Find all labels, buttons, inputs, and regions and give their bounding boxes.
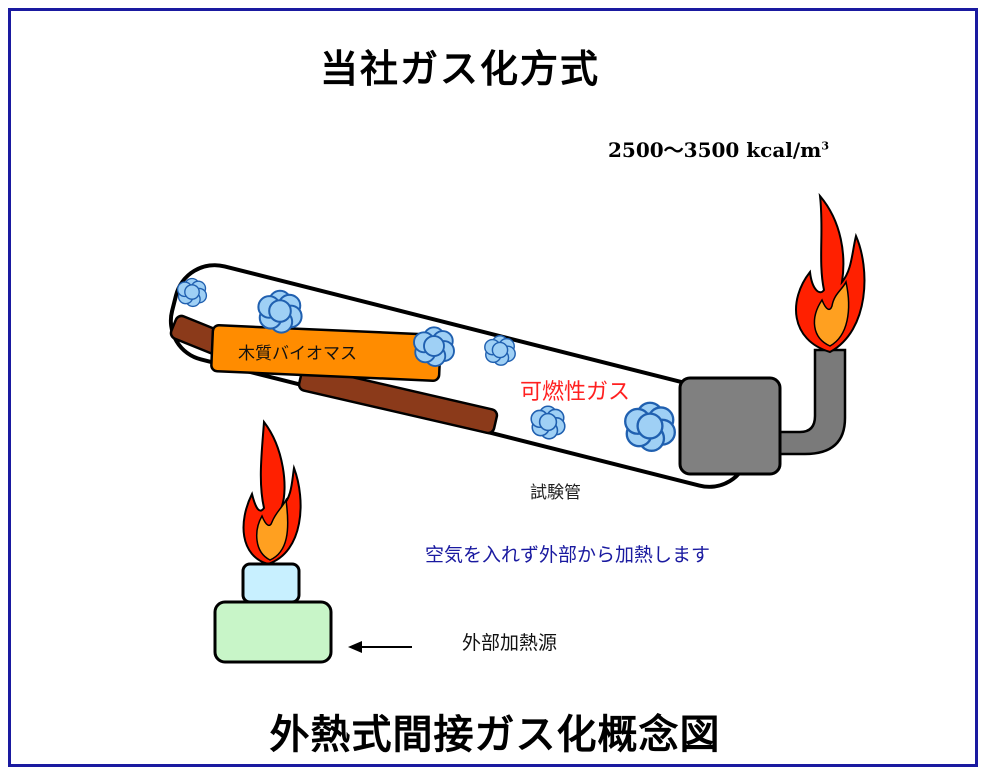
flame-icon bbox=[242, 419, 302, 566]
burner-base bbox=[213, 600, 333, 664]
exhaust-pipe bbox=[768, 348, 847, 456]
combustible-gas-label: 可燃性ガス bbox=[520, 380, 631, 405]
stopper bbox=[678, 376, 782, 476]
arrow-left-icon bbox=[348, 641, 412, 653]
heating-note: 空気を入れず外部から加熱します bbox=[425, 544, 711, 566]
burner-top bbox=[241, 562, 301, 604]
calorie-value: 2500～3500 kcal/m3 bbox=[608, 138, 830, 162]
page-title: 当社ガス化方式 bbox=[319, 47, 600, 91]
test-tube-label: 試験管 bbox=[530, 483, 581, 503]
external-heat-source-label: 外部加熱源 bbox=[462, 632, 558, 654]
flame-icon bbox=[795, 192, 866, 354]
test-tube bbox=[168, 263, 756, 489]
calorie-superscript: 3 bbox=[821, 139, 830, 153]
biomass-label: 木質バイオマス bbox=[238, 344, 357, 364]
diagram-caption: 外熱式間接ガス化概念図 bbox=[269, 712, 721, 758]
